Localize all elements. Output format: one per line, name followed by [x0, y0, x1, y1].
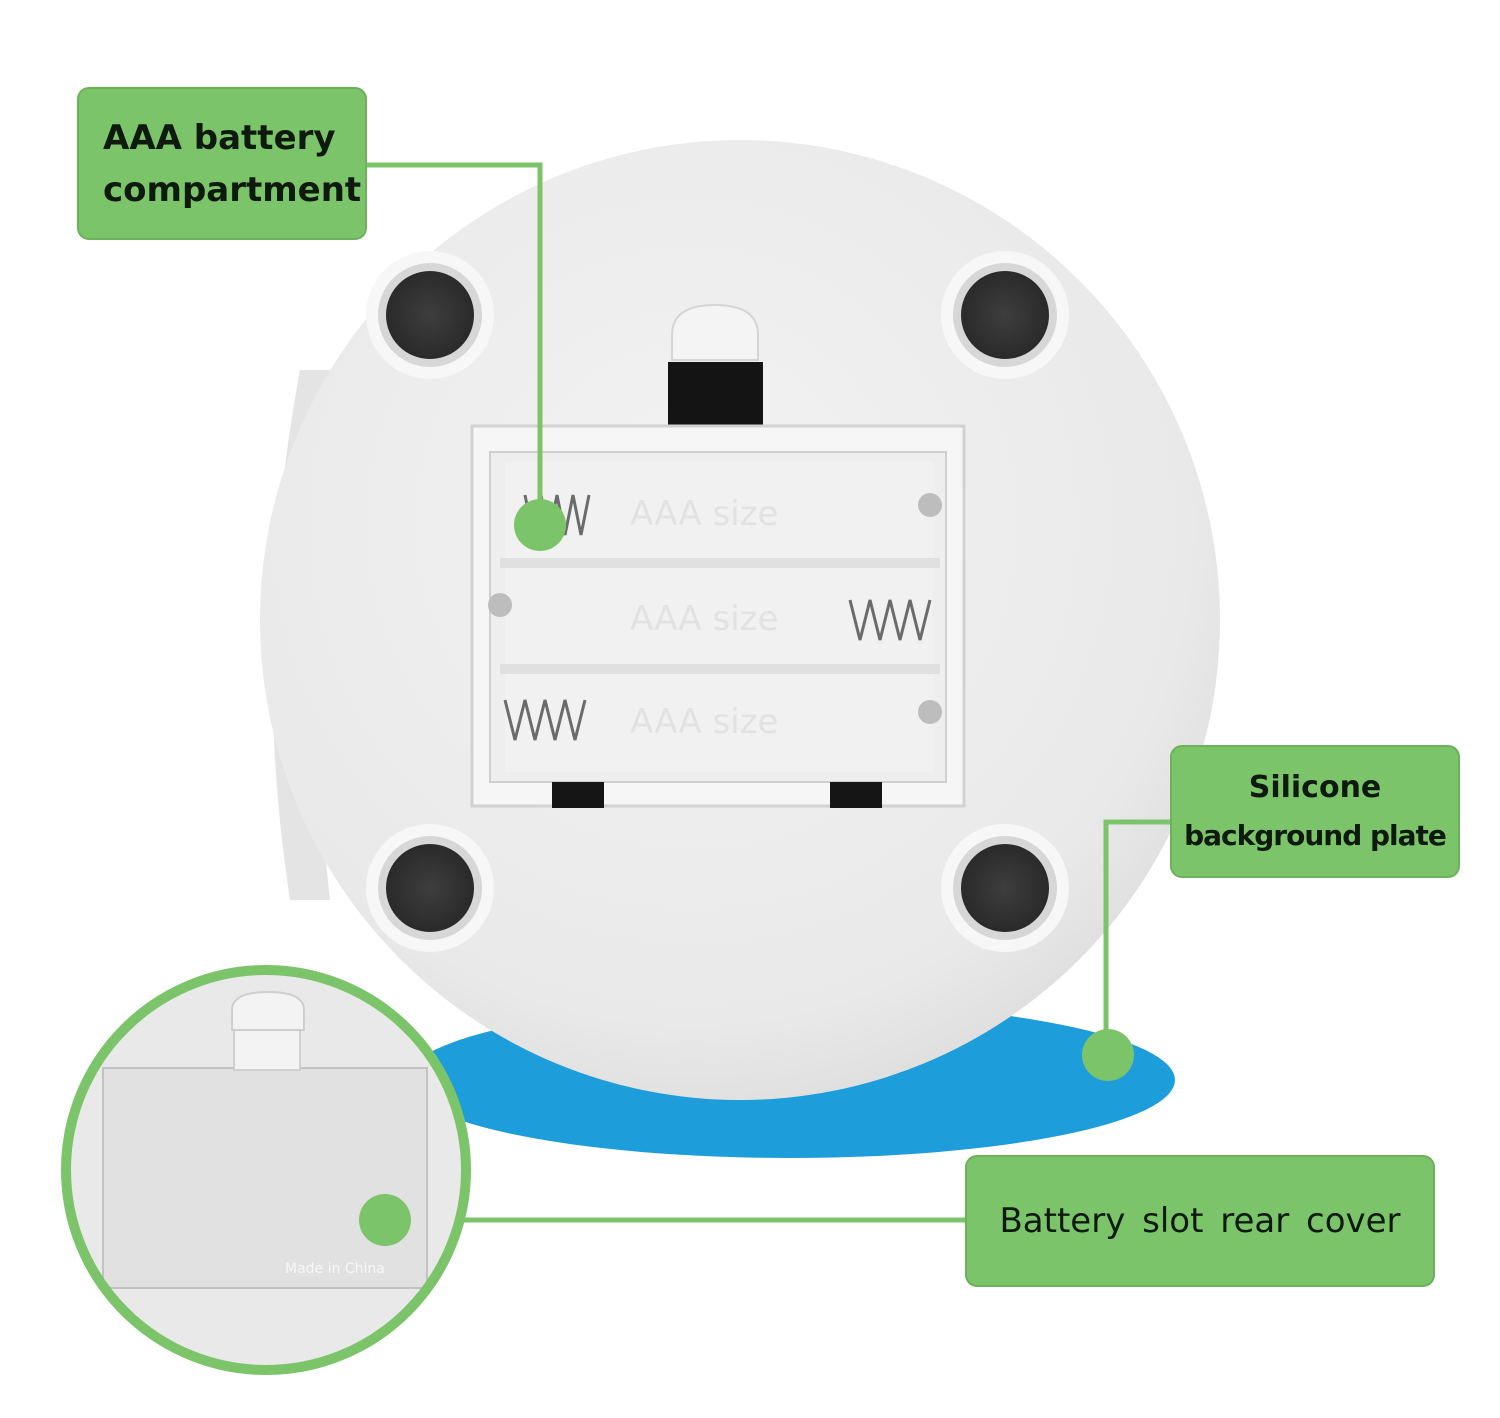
callout-text: Battery slot rear cover	[999, 1201, 1401, 1241]
slot-marking: AAA size	[630, 702, 778, 742]
callout-text: AAA battery	[103, 117, 336, 158]
callout-text: Silicone	[1248, 769, 1382, 805]
callout-battery-slot-rear-cover: Battery slot rear cover	[965, 1155, 1435, 1287]
callout-text: compartment	[103, 169, 362, 210]
cover-marking: Made in China	[285, 1261, 385, 1277]
callout-silicone-background-plate: Silicone background plate	[1170, 745, 1460, 878]
battery-compartment: AAA size AAA size AAA size	[470, 424, 966, 808]
rear-cover-inset: Made in China	[61, 965, 471, 1375]
callout-aaa-battery-compartment: AAA battery compartment	[77, 87, 367, 240]
screw-holes	[366, 251, 1069, 952]
slot-marking: AAA size	[630, 599, 778, 639]
pointer-dot	[359, 1194, 411, 1246]
leader-lines	[367, 162, 1170, 1223]
slot-marking: AAA size	[630, 494, 778, 534]
pointer-dot	[1082, 1029, 1134, 1081]
pointer-dot	[514, 499, 566, 551]
callout-text: background plate	[1184, 818, 1447, 852]
